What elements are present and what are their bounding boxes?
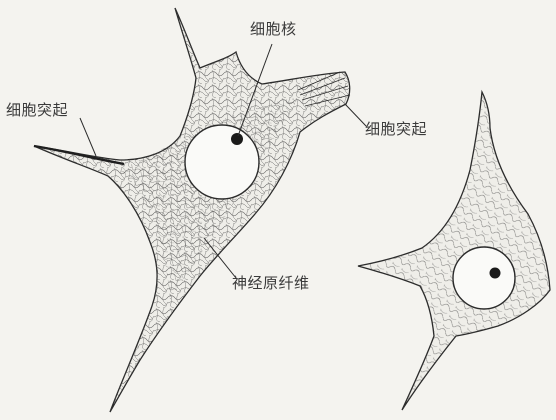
- neuron-small: [358, 92, 550, 410]
- leader-left-process: [80, 118, 96, 156]
- leader-right-process: [345, 104, 366, 126]
- label-neurofibril: 神经原纤维: [232, 272, 310, 293]
- nucleolus-small: [490, 268, 501, 279]
- label-nucleus: 细胞核: [250, 18, 297, 39]
- nucleus-small: [453, 247, 515, 309]
- neuron-large: [34, 8, 350, 412]
- nucleolus-large: [231, 133, 243, 145]
- label-right-process: 细胞突起: [365, 118, 427, 139]
- nucleus-large: [185, 125, 259, 199]
- label-left-process: 细胞突起: [6, 99, 68, 120]
